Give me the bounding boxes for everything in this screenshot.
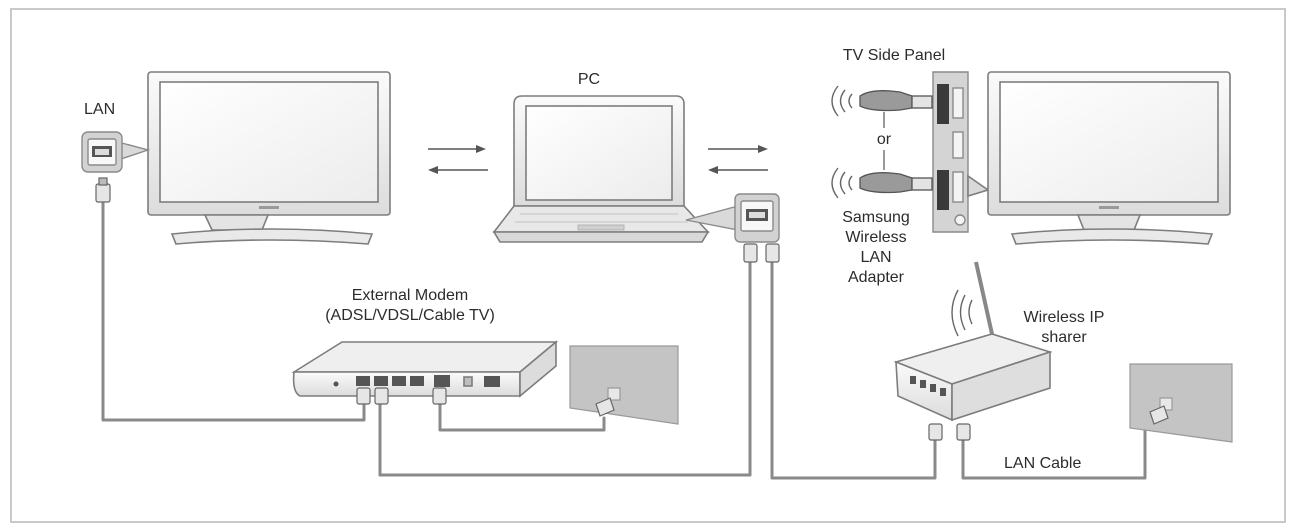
lan-port-callout <box>81 131 151 173</box>
tv-side-panel-label: TV Side Panel <box>842 47 946 64</box>
adapter-label: Samsung Wireless LAN Adapter <box>842 208 910 288</box>
lan-cable-label: LAN Cable <box>1004 455 1082 472</box>
cable-pc-to-sharer <box>770 260 937 480</box>
wireless-signal-icon <box>831 85 853 199</box>
tv-side-panel <box>932 71 969 233</box>
pc-label: PC <box>577 71 601 88</box>
modem-label: External Modem (ADSL/VDSL/Cable TV) <box>325 286 495 326</box>
usb-wifi-dongle-top <box>859 90 933 112</box>
rj45-plugs-sharer <box>928 423 971 441</box>
sharer-label-line-1: Wireless IP <box>1023 309 1105 326</box>
pc-lan-port-callout <box>685 193 780 243</box>
arrows-pc-tv <box>708 145 768 174</box>
cable-tv1-to-modem <box>101 198 366 422</box>
adapter-label-line-4: Adapter <box>847 269 905 286</box>
adapter-label-line-1: Samsung <box>842 209 910 226</box>
cable-modem-to-wall <box>438 396 606 432</box>
adapter-label-line-2: Wireless <box>845 229 907 246</box>
tv-right <box>967 71 1231 245</box>
modem-label-line-2: (ADSL/VDSL/Cable TV) <box>325 307 495 324</box>
pc-laptop <box>492 95 710 243</box>
adapter-label-line-3: LAN <box>860 249 892 266</box>
wall-outlet-modem <box>569 345 679 425</box>
cable-modem-to-pc <box>378 260 752 477</box>
rj45-plug-tv-left <box>95 177 111 203</box>
wall-outlet-sharer <box>1129 363 1233 443</box>
rj45-plugs-modem <box>356 387 447 405</box>
router-signal-icon <box>951 289 973 337</box>
usb-wifi-dongle-bottom <box>859 172 933 194</box>
diagram-frame <box>10 8 1286 523</box>
tv-left <box>147 71 391 245</box>
modem-label-line-1: External Modem <box>351 287 469 304</box>
rj45-plugs-pc <box>743 243 780 263</box>
or-label: or <box>876 131 892 148</box>
sharer-label-line-2: sharer <box>1041 329 1087 346</box>
sharer-label: Wireless IP sharer <box>1024 308 1105 348</box>
external-modem <box>291 340 559 398</box>
arrows-tv-pc <box>428 145 488 174</box>
wireless-ip-sharer <box>893 261 1053 422</box>
lan-label: LAN <box>84 101 116 118</box>
